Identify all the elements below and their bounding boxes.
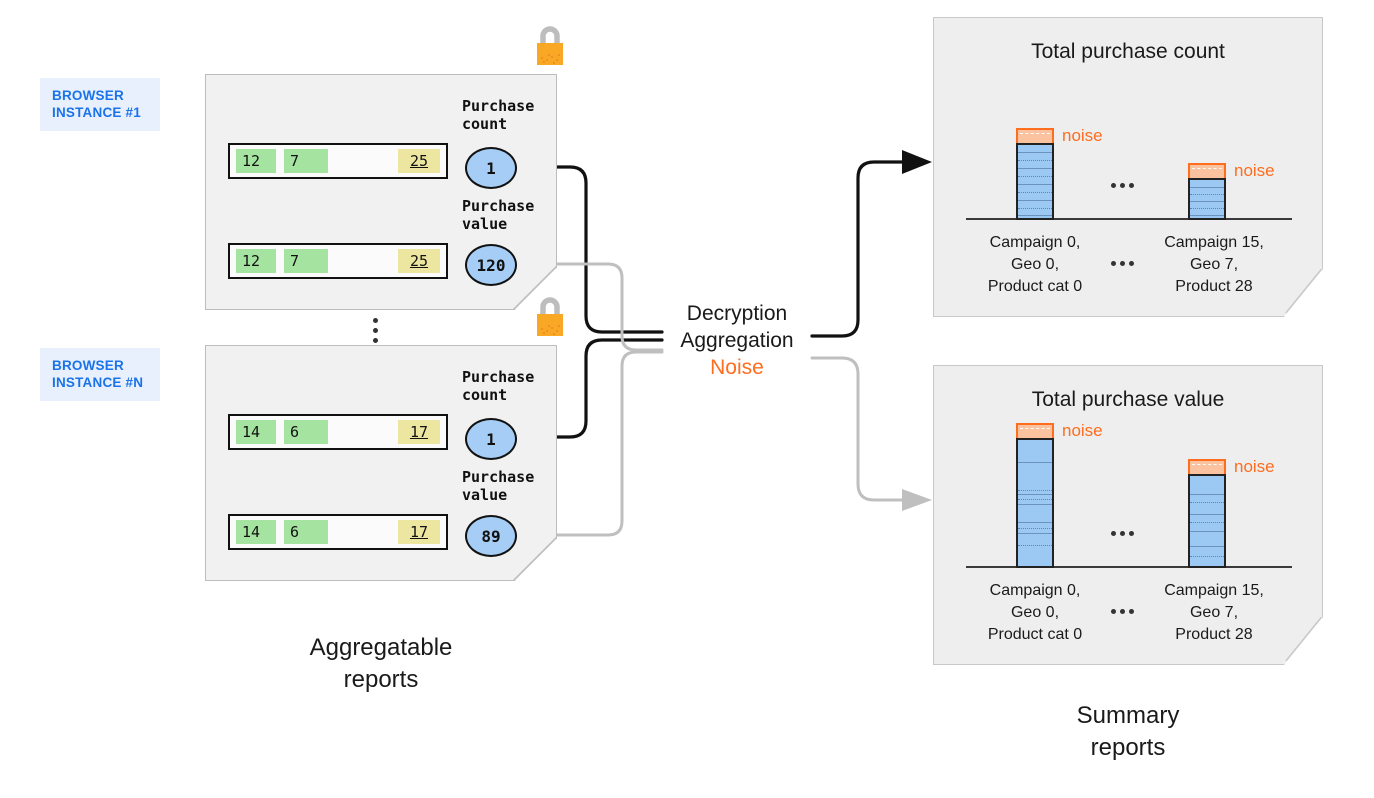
chart-axis (966, 218, 1292, 220)
aggregatable-reports-caption: Aggregatable reports (309, 634, 453, 693)
summary-reports-caption: Summary reports (1076, 702, 1180, 761)
noise-label: noise (1062, 421, 1103, 440)
purchase-value-bubble: 89 (465, 515, 517, 557)
report-key-2: 7 (284, 249, 328, 273)
noise-label: noise (1234, 161, 1275, 180)
report-value: 17 (398, 520, 440, 544)
browser-instance-n-chip: BROWSER INSTANCE #N (40, 348, 160, 401)
purchase-count-bubble: 1 (465, 147, 517, 189)
category-label-0: Campaign 0, Geo 0, Product cat 0 (987, 582, 1083, 643)
purchase-count-bubble: 1 (465, 418, 517, 460)
report-key-2: 6 (284, 420, 328, 444)
bar-value-campaign-0 (1016, 438, 1054, 568)
report-row: 12 7 25 (228, 243, 448, 279)
report-key-2: 6 (284, 520, 328, 544)
processing-aggregation: Aggregation (680, 329, 794, 352)
browser-instance-1-chip: BROWSER INSTANCE #1 (40, 78, 160, 131)
processing-noise: Noise (710, 356, 764, 379)
chart-ellipsis (1111, 531, 1134, 536)
bar-value-campaign-15 (1188, 474, 1226, 568)
browser-instance-n-label-line1: BROWSER (52, 358, 124, 373)
report-key-1: 12 (236, 149, 276, 173)
purchase-count-label: Purchase count (462, 97, 535, 133)
report-value: 25 (398, 149, 440, 173)
lock-icon (537, 297, 563, 336)
report-key-1: 12 (236, 249, 276, 273)
category-label-0: Campaign 0, Geo 0, Product cat 0 (987, 234, 1083, 295)
report-key-1: 14 (236, 420, 276, 444)
summary-count-title: Total purchase count (1031, 40, 1225, 63)
browser-instance-n-label-line2: INSTANCE #N (52, 375, 144, 390)
summary-value-title: Total purchase value (1031, 388, 1225, 411)
aggregatable-report-panel-1: 12 7 25 12 7 25 Purchase count 1 Purchas… (205, 74, 557, 310)
browser-instance-1-label-line1: BROWSER (52, 88, 124, 103)
report-row: 12 7 25 (228, 143, 448, 179)
report-row: 14 6 17 (228, 514, 448, 550)
purchase-value-label: Purchase value (462, 197, 535, 233)
report-value: 17 (398, 420, 440, 444)
processing-label: Decryption Aggregation Noise (662, 300, 812, 381)
category-label-1: Campaign 15, Geo 7, Product 28 (1164, 582, 1264, 643)
report-row: 14 6 17 (228, 414, 448, 450)
report-value: 25 (398, 249, 440, 273)
category-ellipsis (1111, 261, 1134, 266)
purchase-value-label: Purchase value (462, 468, 535, 504)
category-ellipsis (1111, 609, 1134, 614)
summary-report-count-panel: Total purchase count noise noise (933, 17, 1323, 317)
chart-ellipsis (1111, 183, 1134, 188)
browser-instance-1-label-line2: INSTANCE #1 (52, 105, 141, 120)
vertical-ellipsis (373, 318, 378, 343)
bar-count-campaign-0 (1016, 143, 1054, 220)
summary-report-value-panel: Total purchase value noise (933, 365, 1323, 665)
processing-decryption: Decryption (686, 302, 788, 325)
report-key-1: 14 (236, 520, 276, 544)
bar-count-campaign-15 (1188, 178, 1226, 220)
lock-icon (537, 26, 563, 65)
noise-label: noise (1062, 126, 1103, 145)
purchase-value-bubble: 120 (465, 244, 517, 286)
noise-label: noise (1234, 457, 1275, 476)
report-key-2: 7 (284, 149, 328, 173)
chart-axis (966, 566, 1292, 568)
purchase-count-label: Purchase count (462, 368, 535, 404)
aggregatable-report-panel-n: 14 6 17 14 6 17 Purchase count 1 Purchas… (205, 345, 557, 581)
category-label-1: Campaign 15, Geo 7, Product 28 (1164, 234, 1264, 295)
